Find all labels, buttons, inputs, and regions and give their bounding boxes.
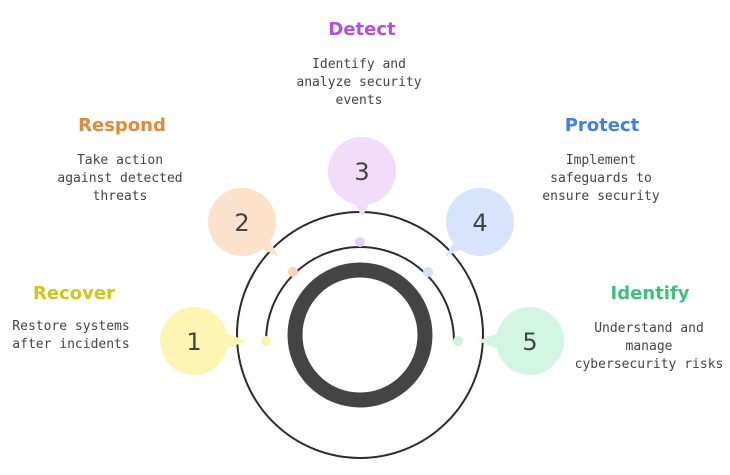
ring-marker-dot: [261, 336, 271, 346]
step-5-bubble: 5: [453, 307, 564, 375]
ring-marker-dot: [288, 267, 298, 277]
step-3-desc-line: analyze security: [296, 75, 422, 90]
step-2-desc-line: threats: [92, 189, 148, 204]
step-1-number: 1: [186, 328, 201, 356]
step-2-desc-line: Take action: [76, 153, 164, 168]
step-3-description: Identify and analyze security events: [296, 56, 421, 110]
step-4-bubble: 4: [423, 188, 514, 277]
step-2-desc-line: against detected: [57, 171, 183, 186]
step-2-description: Take action against detected threats: [57, 152, 182, 206]
step-3-title: Detect: [328, 19, 396, 40]
step-3-desc-line: Identify and: [312, 57, 406, 72]
step-3-desc-line: events: [335, 93, 383, 108]
step-4-title: Protect: [564, 115, 640, 136]
step-1-desc-line: Restore systems: [12, 319, 130, 334]
step-4-desc-line: Implement: [565, 153, 637, 168]
step-3-bubble: 3: [328, 137, 396, 247]
step-5-desc-line: Understand and: [594, 321, 704, 336]
step-4-desc-line: safeguards to: [550, 171, 652, 186]
bubble-pointer: [226, 333, 246, 349]
step-4-description: Implement safeguards to ensure security: [542, 152, 659, 206]
step-5-desc-line: cybersecurity risks: [574, 357, 724, 372]
bubble-pointer: [478, 333, 498, 349]
step-5-title: Identify: [610, 283, 690, 304]
center-ring: [287, 262, 433, 408]
ring-marker-dot: [355, 237, 365, 247]
step-1-description: Restore systems after incidents: [12, 318, 129, 354]
ring-marker-dot: [453, 336, 463, 346]
step-5-number: 5: [522, 328, 537, 356]
step-1-bubble: 1: [160, 307, 271, 375]
step-3-number: 3: [354, 158, 369, 186]
step-bubbles: 1 2 3 4 5: [160, 137, 564, 375]
bubble-circle: [328, 137, 396, 205]
step-4-desc-line: ensure security: [542, 189, 660, 204]
step-1-title: Recover: [33, 283, 115, 304]
step-5-description: Understand and manage cybersecurity risk…: [575, 320, 724, 374]
bubble-pointer: [354, 202, 370, 217]
bubble-circle: [208, 188, 276, 256]
step-5-desc-line: manage: [625, 339, 673, 354]
bubble-circle: [496, 307, 564, 375]
inner-arc: [265, 246, 455, 342]
bubble-circle: [446, 188, 514, 256]
step-4-number: 4: [472, 209, 487, 237]
step-2-bubble: 2: [208, 188, 298, 277]
step-1-desc-line: after incidents: [12, 337, 130, 352]
ring-marker-dot: [423, 267, 433, 277]
step-2-number: 2: [234, 209, 249, 237]
bubble-circle: [160, 307, 228, 375]
step-2-title: Respond: [78, 115, 166, 136]
